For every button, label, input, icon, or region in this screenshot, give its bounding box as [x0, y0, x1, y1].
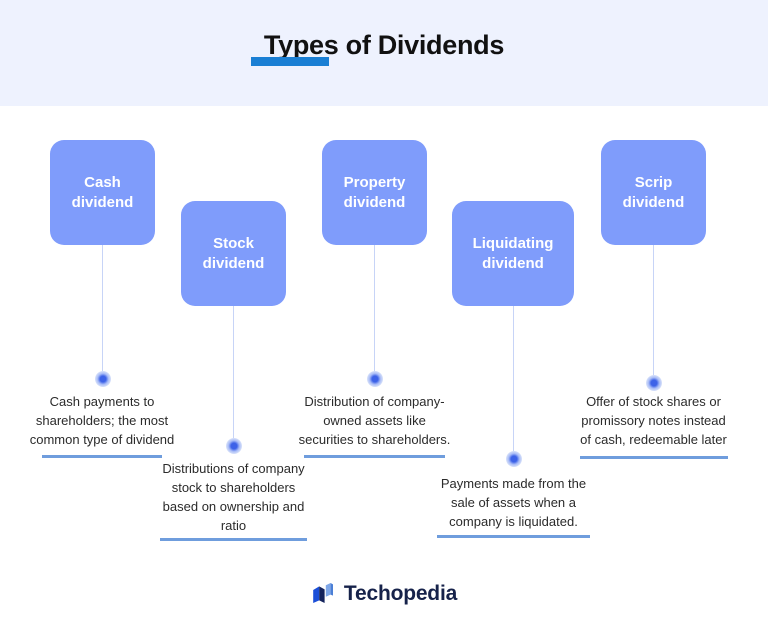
card-stock-dividend[interactable]: Stock dividend [181, 201, 286, 306]
header-band [0, 0, 768, 106]
connector-stem [374, 245, 375, 378]
page-title: Types of Dividends [263, 30, 505, 60]
description-underline [437, 535, 590, 538]
card-label: Cash dividend [71, 173, 134, 211]
connector-stem [513, 306, 514, 458]
description-underline [304, 455, 445, 458]
techopedia-logo-icon [313, 583, 333, 603]
branch-dot-marker [646, 375, 662, 391]
connector-stem [653, 245, 654, 378]
connector-stem [233, 306, 234, 445]
description-underline [42, 455, 162, 458]
branch-dot-marker [367, 371, 383, 387]
description-property-dividend: Distribution of company-owned assets lik… [298, 394, 451, 447]
card-label: Property dividend [343, 173, 406, 211]
branch-dot-marker [226, 438, 242, 454]
branch-dot-marker [506, 451, 522, 467]
card-scrip-dividend[interactable]: Scrip dividend [601, 140, 706, 245]
connector-stem [102, 245, 103, 378]
card-label: Liquidating dividend [472, 234, 554, 272]
card-liquidating-dividend[interactable]: Liquidating dividend [452, 201, 574, 306]
card-cash-dividend[interactable]: Cash dividend [50, 140, 155, 245]
card-label: Scrip dividend [622, 173, 685, 211]
description-cash-dividend: Cash payments to shareholders; the most … [29, 394, 175, 447]
card-property-dividend[interactable]: Property dividend [322, 140, 427, 245]
branch-dot-marker [95, 371, 111, 387]
description-liquidating-dividend: Payments made from the sale of assets wh… [440, 476, 587, 529]
description-underline [580, 456, 728, 459]
card-label: Stock dividend [202, 234, 265, 272]
title-accent-underline [251, 57, 329, 66]
diagram-canvas: Cash dividend Cash payments to sharehold… [0, 106, 768, 629]
brand-name: Techopedia [343, 582, 458, 605]
description-scrip-dividend: Offer of stock shares or promissory note… [580, 394, 727, 447]
description-stock-dividend: Distributions of company stock to shareh… [162, 461, 305, 533]
description-underline [160, 538, 307, 541]
footer-brand: Techopedia [0, 582, 768, 606]
